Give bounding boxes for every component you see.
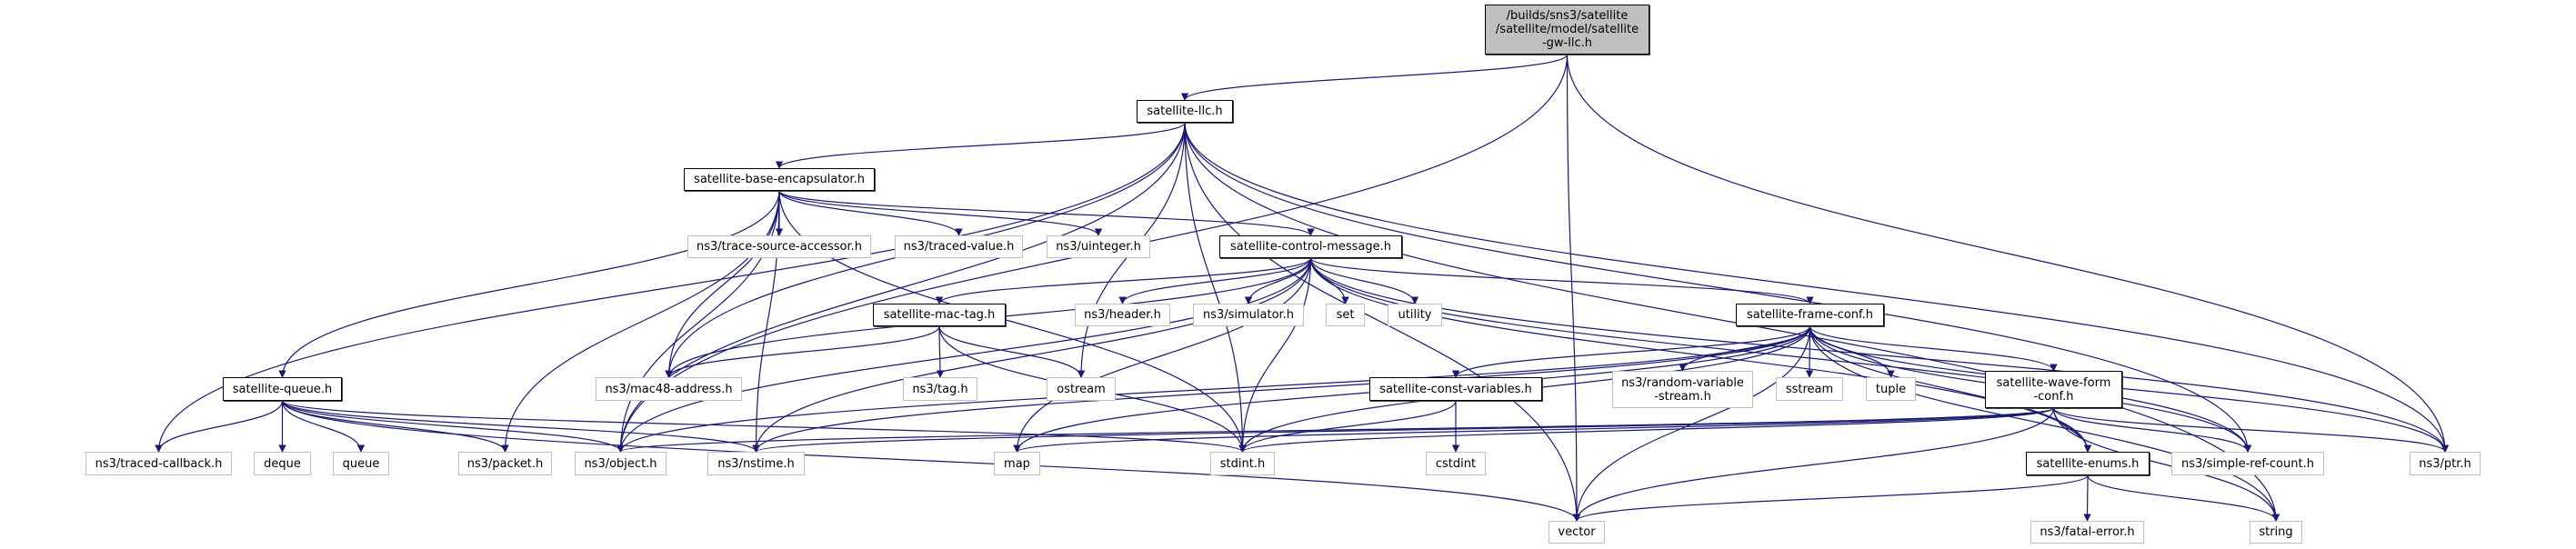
node-packet: ns3/packet.h — [458, 452, 552, 475]
node-enums[interactable]: satellite-enums.h — [2026, 452, 2150, 475]
edge-wave-to-ptr — [2052, 407, 2450, 453]
edge-frame-to-object — [616, 325, 1811, 453]
edge-root-to-llc — [1180, 54, 1569, 101]
edge-squeue-to-vector — [281, 400, 1581, 522]
edge-baseenc-to-mac48 — [665, 190, 780, 378]
node-fatal: ns3/fatal-error.h — [2030, 521, 2144, 544]
edge-wave-to-src — [2052, 407, 2252, 453]
edge-frame-to-ptr — [1809, 325, 2450, 453]
edge-baseenc-to-nstime — [752, 190, 780, 453]
edge-root-to-vector — [1566, 54, 1581, 522]
node-baseenc[interactable]: satellite-base-encapsulator.h — [684, 168, 875, 191]
node-tsa: ns3/trace-source-accessor.h — [687, 235, 871, 258]
node-set: set — [1326, 304, 1365, 326]
edge-wave-to-stdint — [1238, 407, 2055, 453]
edge-enums-to-fatal — [2083, 474, 2091, 522]
edge-ctrl-to-frame — [1309, 257, 1814, 304]
edge-ctrl-to-src — [1309, 257, 2252, 453]
edge-frame-to-constv — [1451, 325, 1811, 378]
edge-ctrl-to-ptr — [1309, 257, 2450, 453]
edge-frame-to-string — [1809, 325, 2280, 522]
edge-squeue-to-queue — [281, 400, 366, 453]
edge-wave-to-map — [1013, 407, 2055, 453]
edge-wave-to-vector — [1572, 407, 2055, 522]
edge-enums-to-string — [2087, 474, 2280, 522]
node-ptr: ns3/ptr.h — [2410, 452, 2481, 475]
edge-squeue-to-stdint — [281, 400, 1247, 453]
edge-mactag-to-mac48 — [665, 325, 940, 378]
node-src: ns3/simple-ref-count.h — [2171, 452, 2324, 475]
node-ostream: ostream — [1047, 377, 1116, 401]
edge-squeue-to-tcb — [155, 400, 284, 453]
node-sim: ns3/simulator.h — [1193, 304, 1304, 326]
edge-wave-to-string — [2052, 407, 2280, 522]
edge-ctrl-to-map — [1013, 257, 1312, 453]
node-deque: deque — [254, 452, 311, 475]
node-object: ns3/object.h — [575, 452, 667, 475]
edge-frame-to-wave — [1809, 325, 2058, 372]
edge-ctrl-to-stdint — [1238, 257, 1312, 453]
node-stdint: stdint.h — [1210, 452, 1275, 475]
node-tcb: ns3/traced-callback.h — [85, 452, 232, 475]
edge-llc-to-stdint — [1184, 122, 1247, 453]
node-map: map — [994, 452, 1040, 475]
node-nstime: ns3/nstime.h — [707, 452, 805, 475]
node-tag: ns3/tag.h — [903, 377, 977, 401]
edge-wave-to-enums — [2052, 407, 2092, 453]
node-rvs: ns3/random-variable -stream.h — [1612, 371, 1753, 408]
edge-baseenc-to-ctrl — [778, 190, 1315, 236]
edge-ctrl-to-mactag — [935, 257, 1312, 304]
edge-llc-to-string — [1184, 122, 2280, 522]
edge-enums-to-vector — [1572, 474, 2089, 522]
node-mactag[interactable]: satellite-mac-tag.h — [873, 304, 1006, 326]
edge-constv-to-stdint — [1238, 400, 1457, 453]
node-ctrl[interactable]: satellite-control-message.h — [1219, 235, 1402, 258]
node-vector: vector — [1549, 521, 1605, 544]
node-tuple: tuple — [1866, 377, 1916, 401]
node-sstream: sstream — [1776, 377, 1843, 401]
node-squeue[interactable]: satellite-queue.h — [223, 377, 342, 401]
edge-ctrl-to-nstime — [752, 257, 1312, 453]
node-root: /builds/sns3/satellite /satellite/model/… — [1485, 5, 1649, 55]
edge-ctrl-to-header — [1118, 257, 1312, 304]
node-string: string — [2250, 521, 2302, 544]
node-frame[interactable]: satellite-frame-conf.h — [1736, 304, 1884, 326]
node-uint: ns3/uinteger.h — [1047, 235, 1150, 258]
edge-frame-to-enums — [1809, 325, 2092, 453]
edge-frame-to-nstime — [752, 325, 1811, 453]
edge-ctrl-to-utility — [1309, 257, 1419, 304]
node-queue: queue — [333, 452, 389, 475]
edge-baseenc-to-uint — [778, 190, 1103, 236]
edge-llc-to-vector — [1184, 122, 1581, 522]
edge-llc-to-src — [1184, 122, 2252, 453]
edge-llc-to-tcb — [155, 122, 1186, 453]
node-llc[interactable]: satellite-llc.h — [1137, 100, 1233, 123]
node-utility: utility — [1388, 304, 1442, 326]
edge-squeue-to-object — [281, 400, 625, 453]
edge-ctrl-to-enums — [1309, 257, 2092, 453]
node-wave[interactable]: satellite-wave-form -conf.h — [1985, 371, 2122, 408]
node-mac48: ns3/mac48-address.h — [596, 377, 742, 401]
node-cstdint: cstdint — [1426, 452, 1486, 475]
edge-llc-to-ptr — [1184, 122, 2450, 453]
edge-baseenc-to-squeue — [278, 190, 780, 378]
node-tval: ns3/traced-value.h — [895, 235, 1023, 258]
edge-baseenc-to-tval — [778, 190, 963, 236]
edge-mactag-to-ostream — [938, 325, 1086, 378]
edge-root-to-ptr — [1566, 54, 2450, 453]
edge-llc-to-baseenc — [775, 122, 1186, 169]
edge-ctrl-to-sim — [1244, 257, 1312, 304]
edge-baseenc-to-stdint — [778, 190, 1247, 453]
node-header: ns3/header.h — [1075, 304, 1170, 326]
edge-baseenc-to-packet — [501, 190, 780, 453]
node-constv[interactable]: satellite-const-variables.h — [1369, 377, 1542, 401]
edge-wave-to-object — [616, 407, 2055, 453]
edge-mactag-to-tag — [936, 325, 945, 378]
edge-baseenc-to-object — [616, 190, 780, 453]
edge-wave-to-nstime — [752, 407, 2055, 453]
